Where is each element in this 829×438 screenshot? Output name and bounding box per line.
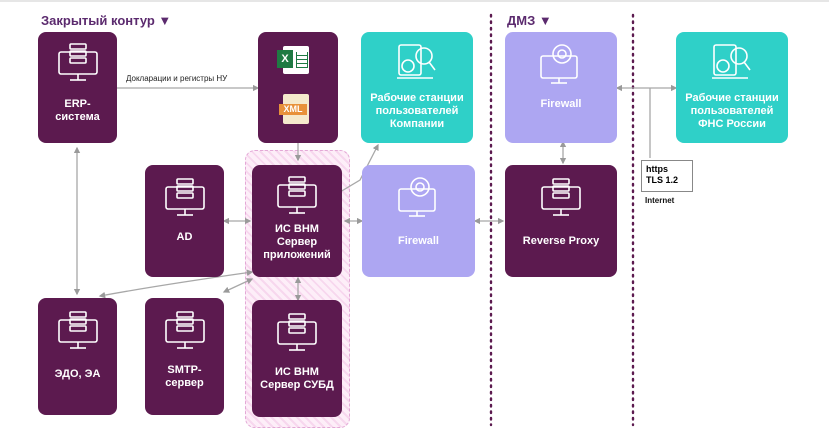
node-workstations-fns-label: Рабочие станции пользователей ФНС России [685, 92, 779, 130]
edge-app-edo [98, 269, 254, 299]
node-firewall-inner[interactable]: Firewall [362, 165, 475, 277]
internet-label: Internet [645, 196, 675, 205]
node-db-server[interactable]: ИС ВНМ Сервер СУБД [252, 300, 342, 417]
node-edo-label: ЭДО, ЭА [54, 368, 101, 380]
node-smtp-label: SMTP- сервер [165, 364, 204, 389]
node-firewall-inner-label: Firewall [398, 235, 439, 247]
edge-label-declarations: Докларации и регистры НУ [126, 74, 228, 83]
zone-title-closed: Закрытый контур ▼ [41, 13, 172, 28]
node-workstations-company[interactable]: Рабочие станции пользователей Компании [361, 32, 473, 143]
firewall-icon [540, 44, 578, 84]
node-erp-label: ERP- система [55, 98, 100, 123]
edge-smtp-app [222, 278, 254, 293]
node-erp[interactable]: ERP- система [38, 32, 117, 143]
node-firewall-dmz[interactable]: Firewall [505, 32, 617, 143]
server-icon [164, 178, 205, 216]
server-icon [164, 311, 205, 349]
node-app-server-label: ИС ВНМ Сервер приложений [263, 223, 331, 261]
zone-title-dmz: ДМЗ ▼ [507, 13, 552, 28]
node-edo[interactable]: ЭДО, ЭА [38, 298, 117, 415]
node-ad[interactable]: AD [145, 165, 224, 277]
server-icon [277, 313, 317, 351]
excel-file-icon: X [277, 46, 309, 74]
server-icon [57, 311, 98, 349]
top-border [0, 0, 829, 2]
node-workstations-company-label: Рабочие станции пользователей Компании [370, 92, 464, 130]
node-db-server-label: ИС ВНМ Сервер СУБД [260, 366, 334, 391]
server-icon [57, 43, 98, 81]
node-reverse-proxy[interactable]: Reverse Proxy [505, 165, 617, 277]
server-icon [541, 178, 581, 216]
https-label: https TLS 1.2 [641, 160, 693, 192]
server-icon [277, 176, 317, 214]
node-documents[interactable]: X XML [258, 32, 338, 143]
workstation-icon [397, 44, 436, 79]
workstation-icon [712, 44, 751, 79]
firewall-icon [397, 177, 436, 217]
node-firewall-dmz-label: Firewall [540, 98, 582, 110]
node-app-server[interactable]: ИС ВНМ Сервер приложений [252, 165, 342, 277]
node-smtp[interactable]: SMTP- сервер [145, 298, 224, 415]
node-reverse-proxy-label: Reverse Proxy [522, 235, 600, 247]
node-workstations-fns[interactable]: Рабочие станции пользователей ФНС России [676, 32, 788, 143]
xml-file-icon: XML [279, 94, 309, 124]
node-ad-label: AD [176, 231, 193, 243]
